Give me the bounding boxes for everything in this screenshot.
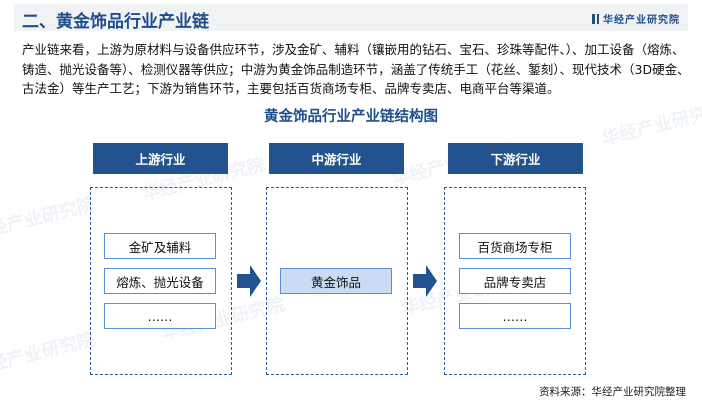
downstream-group: [444, 187, 586, 375]
brand-icon: [592, 13, 599, 24]
arrow-right-icon: [237, 265, 261, 297]
midstream-group: [266, 187, 408, 375]
midstream-header: 中游行业: [269, 143, 404, 174]
downstream-item: 百货商场专柜: [459, 233, 571, 259]
brand-logo: 华经产业研究院: [592, 11, 680, 26]
brand-name: 华经产业研究院: [603, 15, 680, 26]
upstream-item: 熔炼、抛光设备: [104, 268, 216, 294]
title-bar: 二、黄金饰品行业产业链 华经产业研究院: [14, 4, 688, 32]
source-note: 资料来源：华经产业研究院整理: [539, 386, 686, 398]
intro-paragraph: 产业链来看，上游为原材料与设备供应环节，涉及金矿、辅料（镶嵌用的钻石、宝石、珍珠…: [22, 42, 690, 96]
downstream-item: 品牌专卖店: [459, 268, 571, 294]
downstream-header: 下游行业: [448, 143, 583, 174]
diagram-title: 黄金饰品行业产业链结构图: [264, 109, 438, 125]
arrow-right-icon: [413, 265, 437, 297]
upstream-item: ……: [104, 303, 216, 329]
upstream-item: 金矿及辅料: [104, 233, 216, 259]
watermark: 华经产业研究院: [0, 194, 98, 245]
upstream-header: 上游行业: [93, 143, 228, 174]
midstream-item: 黄金饰品: [280, 268, 392, 294]
downstream-item: ……: [459, 303, 571, 329]
upstream-group: [90, 187, 232, 375]
page-title: 二、黄金饰品行业产业链: [22, 12, 209, 32]
watermark: 华经产业研究院: [0, 329, 98, 380]
